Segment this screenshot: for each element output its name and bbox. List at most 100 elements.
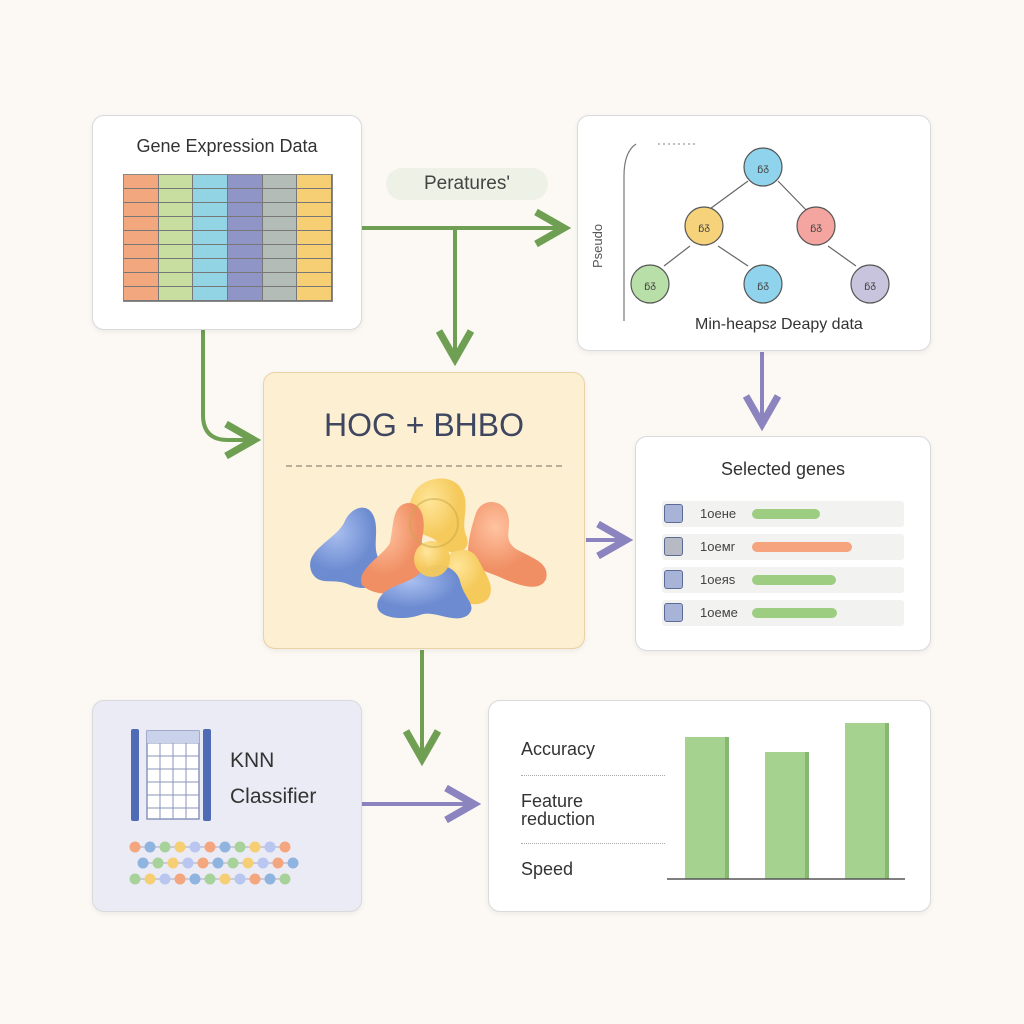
gene-expression-title: Gene Expression Data xyxy=(136,136,318,156)
gene-cell xyxy=(124,273,159,287)
features-label: Peratures' xyxy=(423,173,510,194)
knn-dot xyxy=(279,841,291,853)
gene-checkbox[interactable] xyxy=(664,504,683,523)
metric-divider-2 xyxy=(521,843,665,844)
gene-cell xyxy=(297,259,333,273)
heap-node-label: ᵷᵹ xyxy=(810,222,822,233)
knn-table-icon xyxy=(129,729,299,885)
chart-bar xyxy=(845,723,885,879)
bracket-left xyxy=(623,143,637,321)
gene-checkbox[interactable] xyxy=(664,570,683,589)
gene-cell xyxy=(193,175,229,189)
features-label-pill: Peratures' xyxy=(386,168,548,200)
knn-dot xyxy=(189,841,201,853)
gene-expression-card: Gene Expression Data xyxy=(92,115,362,330)
gene-cell xyxy=(228,203,263,217)
gene-cell xyxy=(158,189,194,203)
knn-dot xyxy=(227,857,239,869)
gene-cell xyxy=(297,231,333,245)
knn-dot xyxy=(129,873,141,885)
knn-dot xyxy=(264,841,276,853)
gene-cell xyxy=(158,259,194,273)
knn-dot xyxy=(129,841,141,853)
gene-cell xyxy=(262,273,298,287)
hog-bhbo-title: HOG + BHBO xyxy=(323,407,525,443)
gene-cell xyxy=(158,231,194,245)
knn-dot xyxy=(264,873,276,885)
table-icon-header xyxy=(147,731,199,743)
knn-dot xyxy=(204,873,216,885)
heap-node-label: ᵷᵹ xyxy=(864,280,876,291)
knn-dot xyxy=(234,841,246,853)
knn-dot xyxy=(159,841,171,853)
gene-cell xyxy=(124,189,159,203)
knn-dot xyxy=(272,857,284,869)
gene-cell xyxy=(228,273,263,287)
blob-blue-left xyxy=(310,507,385,588)
knn-dot xyxy=(144,841,156,853)
metric-label-accuracy: Accuracy xyxy=(521,739,596,759)
knn-dot xyxy=(234,873,246,885)
heap-node-label: ᵷᵹ xyxy=(757,280,769,291)
table-icon-right-bar xyxy=(203,729,211,821)
title-divider xyxy=(286,465,562,467)
heap-node-leaf3 xyxy=(850,264,890,304)
gene-checkbox[interactable] xyxy=(664,603,683,622)
knn-dot xyxy=(189,873,201,885)
gene-column xyxy=(262,175,298,301)
gene-cell xyxy=(297,287,333,301)
gene-cell xyxy=(124,217,159,231)
selected-genes-list: 1oене 1oeмr 1oeяs 1oeмe xyxy=(662,501,904,633)
heap-side-label: Pseudo xyxy=(590,223,605,268)
knn-dot xyxy=(219,841,231,853)
ring-connector xyxy=(409,498,459,548)
metrics-bar-chart xyxy=(667,723,905,880)
metric-label-speed: Speed xyxy=(521,859,574,879)
knn-dot xyxy=(182,857,194,869)
selected-gene-row: 1oeмr xyxy=(662,534,904,560)
gene-cell xyxy=(262,175,298,189)
gene-cell xyxy=(193,287,229,301)
gene-cell xyxy=(228,231,263,245)
heap-node-label: ᵷᵹ xyxy=(644,280,656,291)
gene-score-bar xyxy=(752,608,837,618)
gene-cell xyxy=(297,189,333,203)
gene-cell xyxy=(228,259,263,273)
gene-score-bar xyxy=(752,575,836,585)
gene-cell xyxy=(193,259,229,273)
gene-cell xyxy=(193,245,229,259)
gene-cell xyxy=(193,189,229,203)
gene-cell xyxy=(124,287,159,301)
edge-right-leaf3 xyxy=(827,245,857,267)
knn-dot xyxy=(279,873,291,885)
gene-cell xyxy=(228,175,263,189)
arrow-gene-to-hog xyxy=(201,330,262,460)
gene-cell xyxy=(262,217,298,231)
gene-cell xyxy=(158,245,194,259)
knn-dot xyxy=(174,841,186,853)
heap-caption: Min-heapsᴤ Deapy data xyxy=(695,316,863,333)
gene-expression-table xyxy=(123,174,333,302)
gene-cell xyxy=(228,287,263,301)
gene-label: 1oeяs xyxy=(700,572,736,587)
gene-cell xyxy=(158,273,194,287)
gene-cell xyxy=(297,273,333,287)
gene-column xyxy=(297,175,333,301)
knn-label-line1: KNN xyxy=(230,749,275,772)
chart-bar xyxy=(765,752,805,879)
knn-label-line2: Classifier xyxy=(230,785,317,808)
gene-cell xyxy=(124,245,159,259)
gene-checkbox[interactable] xyxy=(664,537,683,556)
gene-cell xyxy=(297,217,333,231)
gene-label: 1oене xyxy=(700,506,737,521)
knn-dot xyxy=(219,873,231,885)
gene-score-bar xyxy=(752,542,852,552)
selected-gene-row: 1oeмe xyxy=(662,600,904,626)
knn-dot xyxy=(137,857,149,869)
gene-cell xyxy=(262,203,298,217)
knn-dot xyxy=(249,873,261,885)
chart-bar xyxy=(685,737,725,879)
